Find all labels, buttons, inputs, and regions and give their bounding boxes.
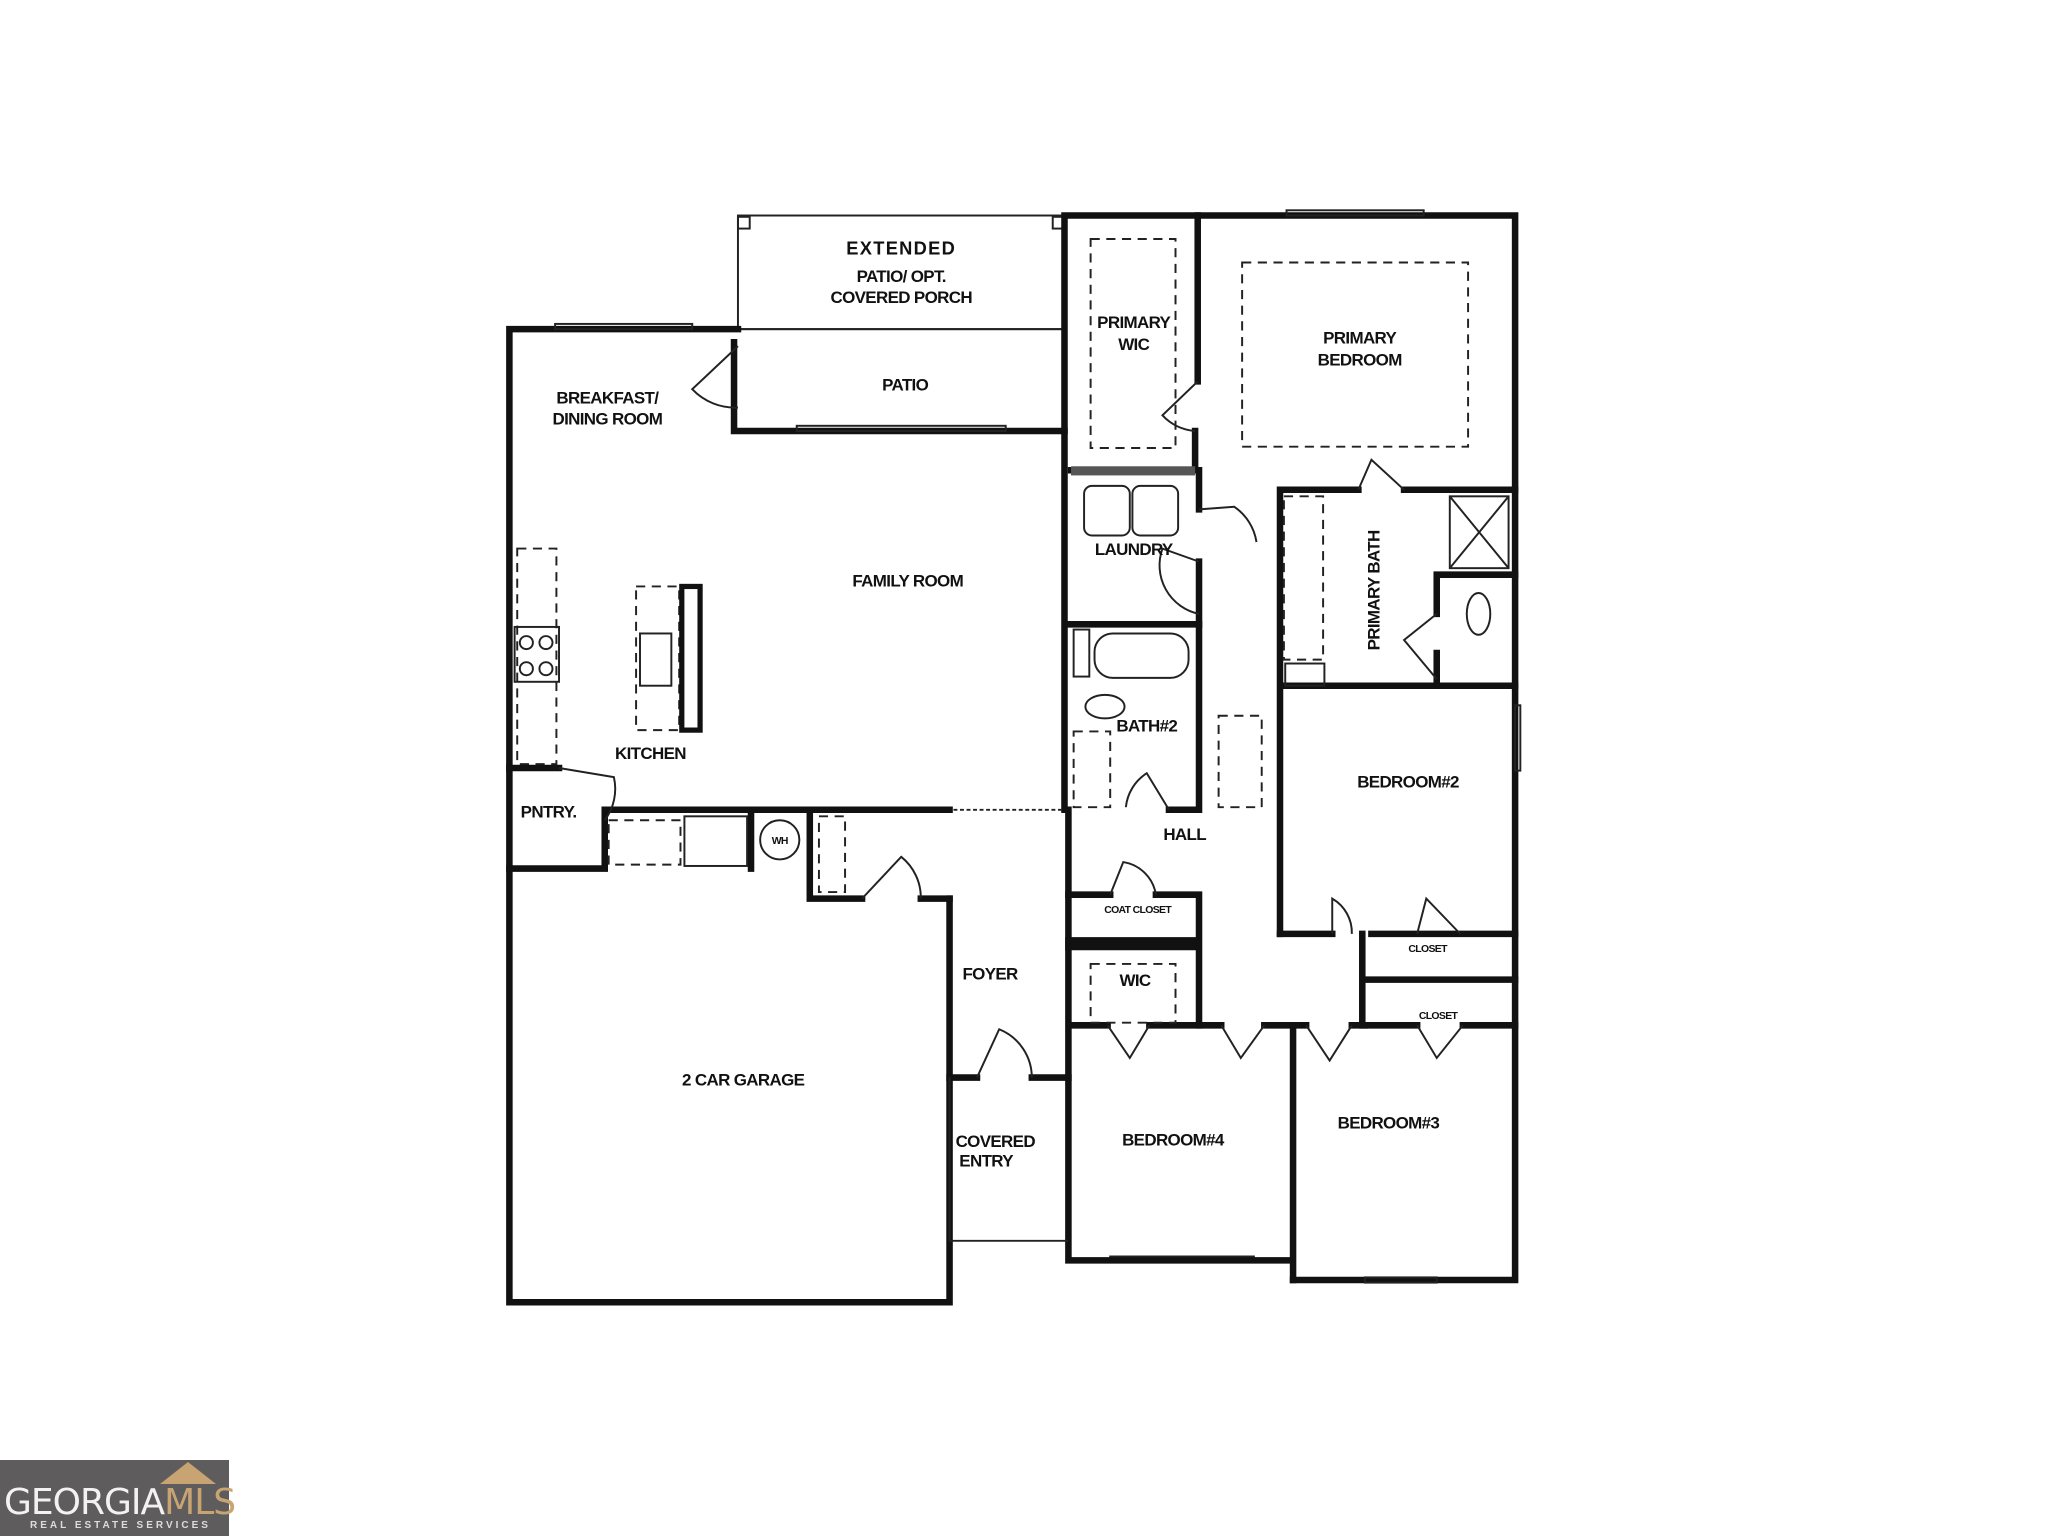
- bath2-label: BATH#2: [1116, 716, 1177, 735]
- post-marker: [736, 215, 751, 230]
- closet-label-2: CLOSET: [1419, 1011, 1459, 1022]
- tray-ceiling: [1241, 261, 1470, 448]
- extended-label-2: PATIO/ OPT.: [857, 267, 946, 286]
- covered-entry-label-2: ENTRY: [959, 1151, 1014, 1170]
- extended-label: EXTENDED: [846, 238, 956, 259]
- breakfast-label-2: DINING ROOM: [552, 409, 662, 428]
- coat-closet-label: COAT CLOSET: [1104, 905, 1172, 916]
- hall-label: HALL: [1163, 825, 1206, 844]
- logo-text-main: GEORGIA: [4, 1482, 165, 1523]
- patio-label: PATIO: [882, 376, 929, 395]
- bedroom-wall: [1065, 806, 1369, 1284]
- primary-bath-wall: [1276, 486, 1519, 938]
- bedroom3-label: BEDROOM#3: [1338, 1113, 1440, 1132]
- bedroom2-label: BEDROOM#2: [1357, 773, 1459, 792]
- closet-label-1: CLOSET: [1408, 944, 1448, 955]
- roof-icon: [160, 1462, 216, 1484]
- extended-label-3: COVERED PORCH: [831, 288, 973, 307]
- primary-wic-label-2: WIC: [1118, 335, 1149, 354]
- logo-subtitle: REAL ESTATE SERVICES: [30, 1520, 211, 1531]
- bath2-wall: [1165, 621, 1203, 814]
- breakfast-label: BREAKFAST/: [556, 389, 659, 408]
- georgia-mls-logo: GEORGIAMLS REAL ESTATE SERVICES: [0, 1460, 236, 1536]
- primary-wic-label: PRIMARY: [1097, 313, 1171, 332]
- kitchen-bottom-wall: [506, 764, 953, 902]
- garage-label: 2 CAR GARAGE: [682, 1070, 805, 1089]
- primary-bedroom-label: PRIMARY: [1323, 329, 1397, 348]
- door-swings: [558, 345, 1464, 1078]
- pantry-label: PNTRY.: [521, 803, 577, 822]
- family-room-label: FAMILY ROOM: [852, 571, 963, 590]
- coat-closet-wall: [1065, 891, 1203, 1029]
- primary-bedroom-label-2: BEDROOM: [1318, 351, 1402, 370]
- primary-bath-label: PRIMARY BATH: [1364, 530, 1383, 650]
- water-heater-label: WH: [772, 836, 788, 847]
- kitchen-label: KITCHEN: [615, 744, 686, 763]
- laundry-label: LAUNDRY: [1095, 540, 1174, 559]
- attic-stair: [1217, 714, 1263, 809]
- wic-label: WIC: [1120, 971, 1151, 990]
- windows: [554, 209, 1522, 1284]
- bedroom2-wall: [1276, 930, 1519, 1029]
- covered-entry-outline: [948, 1077, 1069, 1242]
- foyer-label: FOYER: [962, 965, 1018, 984]
- covered-entry-label: COVERED: [956, 1132, 1036, 1151]
- water-heater: [759, 819, 801, 861]
- bedroom4-label: BEDROOM#4: [1122, 1130, 1225, 1149]
- logo-text-accent: MLS: [164, 1482, 236, 1523]
